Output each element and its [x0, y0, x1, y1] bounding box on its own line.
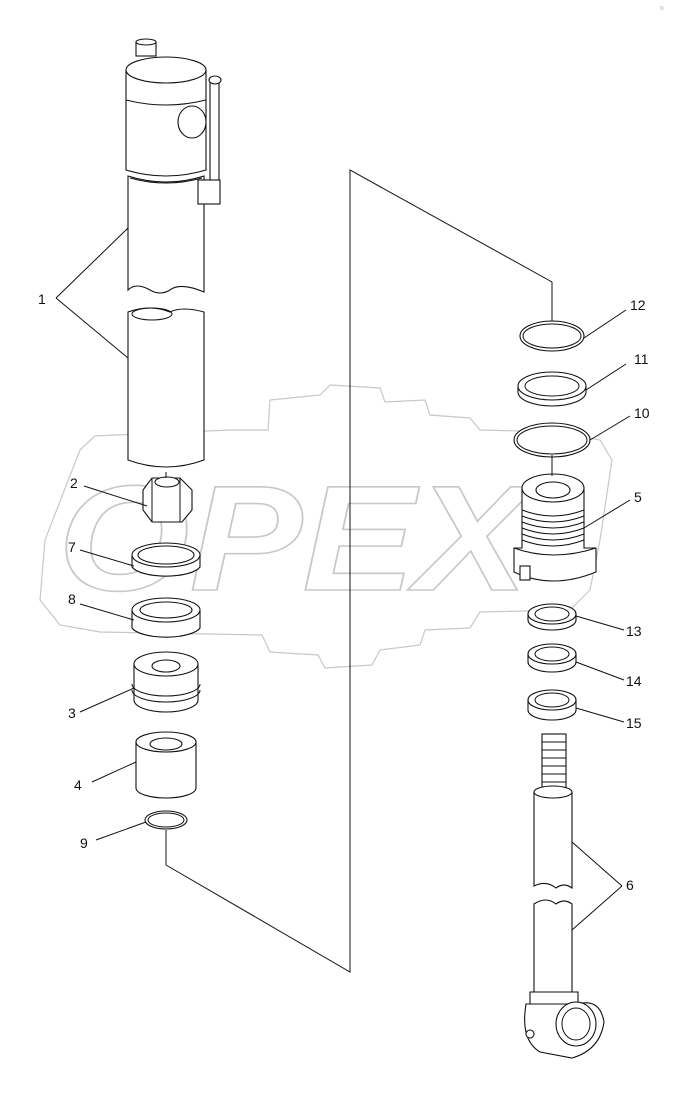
opex-watermark: OPEX [39, 384, 613, 669]
callout-10: 10 [634, 405, 650, 421]
part-1-cylinder-barrel [125, 38, 222, 468]
part-3-piston [131, 651, 201, 713]
callout-13: 13 [626, 623, 642, 639]
callout-7: 7 [68, 539, 76, 555]
part-10-o-ring [513, 422, 591, 458]
part-13-ring [527, 603, 577, 631]
callout-9: 9 [80, 835, 88, 851]
watermark-gear-outline [39, 384, 613, 669]
callout-14: 14 [626, 673, 642, 689]
part-4-bushing [135, 731, 197, 799]
part-7-ring [131, 542, 201, 577]
callout-12: 12 [630, 297, 646, 313]
part-6-piston-rod [524, 733, 605, 1059]
part-8-ring [131, 597, 201, 638]
part-14-ring [527, 643, 577, 673]
part-15-ring [527, 689, 577, 721]
callout-2: 2 [70, 475, 78, 491]
callout-11: 11 [634, 351, 649, 367]
assembly-bracket-line [165, 169, 553, 973]
callout-8: 8 [68, 591, 76, 607]
callout-6: 6 [626, 877, 634, 893]
corner-mark: © [660, 5, 664, 12]
part-12-o-ring [519, 320, 585, 352]
part-11-ring [517, 371, 587, 407]
part-5-gland-head [513, 473, 597, 582]
callout-4: 4 [74, 777, 82, 793]
callout-3: 3 [68, 705, 76, 721]
callout-labels: 1 2 3 4 5 6 7 8 9 10 11 12 13 14 15 [38, 291, 650, 893]
callout-5: 5 [634, 489, 642, 505]
leader-lines [55, 227, 631, 931]
watermark-text: OPEX [58, 454, 537, 622]
part-9-o-ring [144, 810, 188, 830]
callout-15: 15 [626, 715, 642, 731]
part-2-nut [142, 476, 193, 523]
callout-1: 1 [38, 291, 46, 307]
